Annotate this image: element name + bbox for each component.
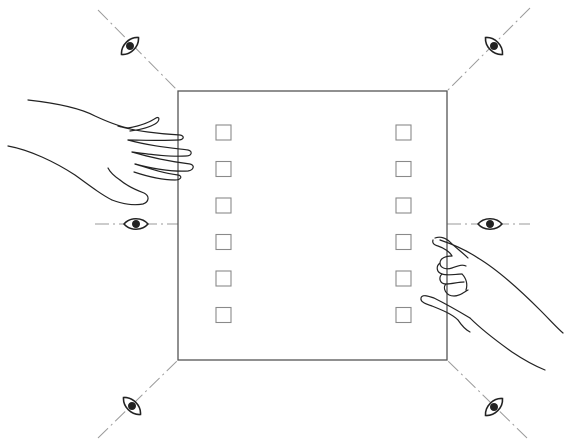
left-panel-button-1 [216,125,231,140]
eye-icon-right-pupil [486,220,494,228]
eye-icon-left [124,219,148,230]
sight-line-bottom-right [447,360,527,438]
left-panel-button-2 [216,162,231,177]
sight-line-bottom-left [98,360,178,438]
left-panel-button-4 [216,235,231,250]
left-panel-button-3 [216,198,231,213]
eye-icon-bottom-left [120,394,144,418]
eye-icon-top-left [118,34,142,58]
right-panel-button-2 [396,162,411,177]
sight-line-top-left [98,10,178,91]
eye-icon-top-right [482,34,506,58]
right-panel-button-6 [396,308,411,323]
left-hand-icon [8,100,193,205]
right-panel-button-4 [396,235,411,250]
left-panel-button-5 [216,271,231,286]
right-panel-button-5 [396,271,411,286]
eye-icon-right [478,219,502,230]
right-panel-button-3 [396,198,411,213]
right-panel-button-1 [396,125,411,140]
eye-icon-bottom-right [482,395,506,419]
eye-icon-left-pupil [132,220,140,228]
sight-line-top-right [447,8,530,91]
left-panel-button-6 [216,308,231,323]
